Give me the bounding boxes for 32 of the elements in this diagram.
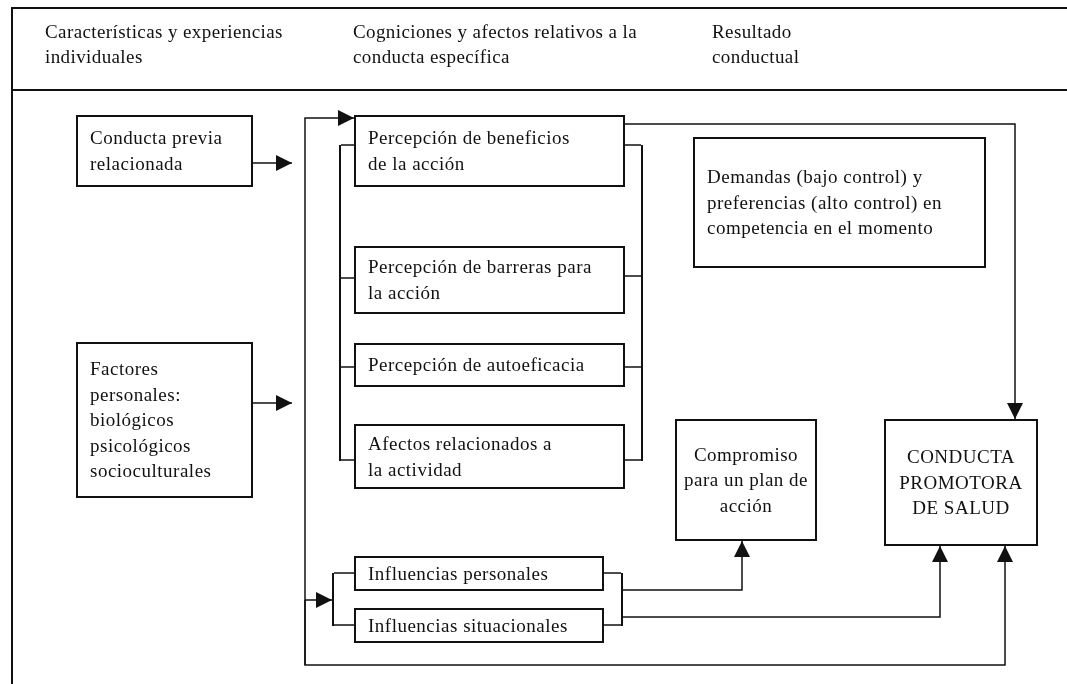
box-label: Percepción de beneficios de la acción bbox=[368, 126, 571, 176]
box-label: CONDUCTA PROMOTORA DE SALUD bbox=[898, 445, 1024, 521]
column-heading: Cogniciones y afectos relativos a la conducta específica bbox=[353, 20, 638, 69]
process-box bbox=[354, 556, 604, 591]
box-label: Afectos relacionados a la actividad bbox=[368, 431, 554, 482]
process-box bbox=[354, 343, 625, 387]
arrow bbox=[304, 592, 333, 608]
process-box bbox=[354, 424, 625, 489]
arrow bbox=[622, 545, 948, 618]
process-box bbox=[675, 419, 817, 541]
process-box bbox=[76, 115, 253, 187]
arrow bbox=[624, 123, 1023, 420]
arrow bbox=[252, 395, 293, 411]
arrow bbox=[304, 545, 1013, 666]
box-label: Influencias situacionales bbox=[368, 613, 569, 638]
column-heading: Características y experiencias individuales bbox=[45, 20, 284, 69]
process-box bbox=[354, 246, 625, 314]
process-box bbox=[354, 608, 604, 643]
box-label: Compromiso para un plan de acción bbox=[683, 442, 809, 518]
process-box bbox=[693, 137, 986, 268]
box-label: Factores personales: biológicos psicológicos socioculturales bbox=[90, 356, 213, 484]
box-label: Demandas (bajo control) y preferencias (alto control) en competencia en el momento bbox=[707, 165, 943, 241]
process-box bbox=[76, 342, 253, 498]
box-label: Percepción de autoeficacia bbox=[368, 353, 586, 378]
box-label: Conducta previa relacionada bbox=[90, 126, 224, 176]
arrow bbox=[252, 155, 293, 171]
process-box bbox=[884, 419, 1038, 546]
box-label: Percepción de barreras para la acción bbox=[368, 255, 593, 305]
process-box bbox=[354, 115, 625, 187]
column-heading: Resultado conductual bbox=[712, 20, 801, 69]
arrow bbox=[622, 540, 750, 591]
box-label: Influencias personales bbox=[368, 561, 550, 586]
